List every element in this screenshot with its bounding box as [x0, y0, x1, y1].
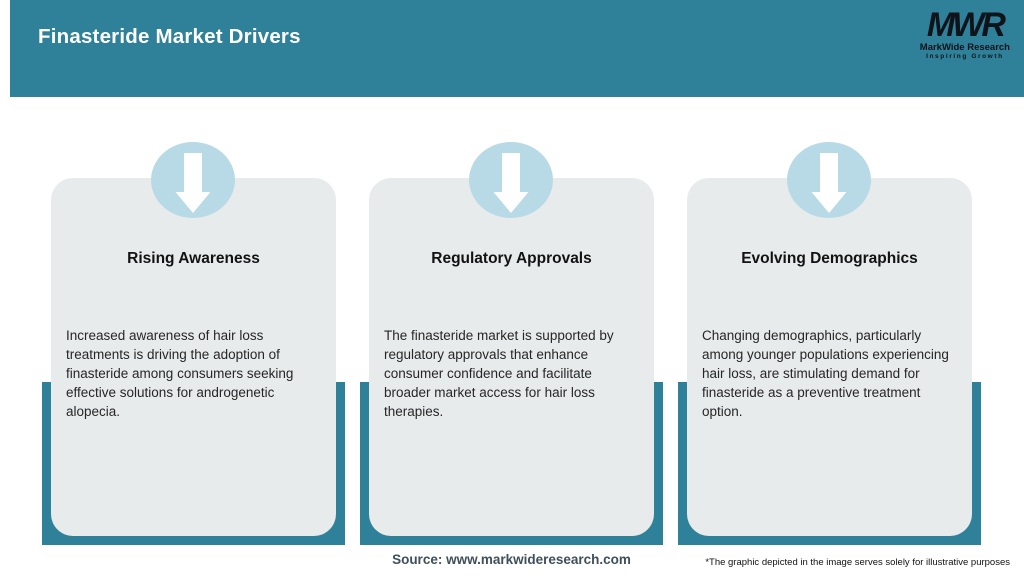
card-body-text: Increased awareness of hair loss treatme… [66, 328, 294, 419]
driver-card-evolving-demographics: Evolving Demographics Changing demograph… [687, 178, 972, 536]
source-text: Source: www.markwideresearch.com [392, 552, 631, 567]
card-title: Evolving Demographics [741, 250, 918, 267]
card-body-text: Changing demographics, particularly amon… [702, 328, 949, 419]
down-arrow-icon [787, 142, 871, 218]
down-arrow-icon [469, 142, 553, 218]
header-band: Finasteride Market Drivers MWR MarkWide … [10, 0, 1024, 97]
disclaimer-text: *The graphic depicted in the image serve… [705, 557, 1010, 568]
markwide-research-logo: MWR MarkWide Research Inspiring Growth [920, 8, 1010, 60]
down-arrow-icon [151, 142, 235, 218]
logo-monogram: MWR [926, 6, 1006, 44]
logo-tagline: Inspiring Growth [926, 52, 1004, 60]
logo-name: MarkWide Research [919, 42, 1010, 53]
page-title: Finasteride Market Drivers [38, 25, 301, 48]
driver-card-regulatory-approvals: Regulatory Approvals The finasteride mar… [369, 178, 654, 536]
driver-card-rising-awareness: Rising Awareness Increased awareness of … [51, 178, 336, 536]
card-title: Regulatory Approvals [431, 250, 592, 267]
card-body-text: The finasteride market is supported by r… [384, 328, 614, 419]
card-title: Rising Awareness [127, 250, 260, 267]
